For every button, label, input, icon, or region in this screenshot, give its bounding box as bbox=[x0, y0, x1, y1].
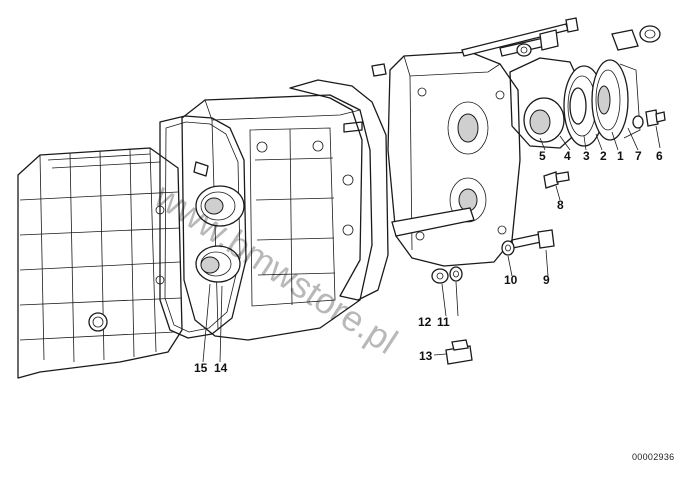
bearing-lower bbox=[195, 245, 241, 283]
rear-gasket bbox=[289, 79, 389, 301]
callout-13: 13 bbox=[419, 349, 433, 363]
seal-cover bbox=[591, 59, 641, 141]
callout-9: 9 bbox=[543, 273, 550, 287]
callout-10: 10 bbox=[504, 273, 518, 287]
nut-12 bbox=[431, 268, 449, 284]
leader-lines bbox=[202, 125, 661, 363]
callout-8: 8 bbox=[557, 198, 564, 212]
bolt-gasket bbox=[343, 121, 363, 133]
bushing-top-right bbox=[611, 25, 661, 51]
callout-4: 4 bbox=[564, 149, 571, 163]
washer-11 bbox=[449, 266, 463, 282]
image-code: 00002936 bbox=[632, 452, 675, 462]
bearing-upper bbox=[195, 185, 245, 227]
callout-11: 11 bbox=[437, 315, 450, 329]
housing-gasket bbox=[159, 115, 247, 339]
screw-top-left bbox=[193, 161, 209, 177]
washer-7 bbox=[632, 115, 644, 129]
callout-2: 2 bbox=[600, 149, 607, 163]
dowel-pin bbox=[371, 63, 387, 77]
bolt-8 bbox=[543, 171, 570, 189]
callout-14: 14 bbox=[214, 361, 228, 375]
bolt-6 bbox=[645, 109, 666, 127]
callout-1: 1 bbox=[617, 149, 624, 163]
plug-13 bbox=[445, 339, 473, 365]
callout-7: 7 bbox=[635, 149, 642, 163]
callout-5: 5 bbox=[539, 149, 546, 163]
callout-15: 15 bbox=[194, 361, 208, 375]
washer-10 bbox=[501, 240, 515, 256]
bolt-9 bbox=[511, 229, 555, 249]
callout-6: 6 bbox=[656, 149, 663, 163]
callout-12: 12 bbox=[418, 315, 432, 329]
small-nut-top bbox=[516, 43, 532, 57]
callout-3: 3 bbox=[583, 149, 590, 163]
rear-cover bbox=[387, 51, 521, 267]
transmission-housing bbox=[17, 147, 183, 379]
